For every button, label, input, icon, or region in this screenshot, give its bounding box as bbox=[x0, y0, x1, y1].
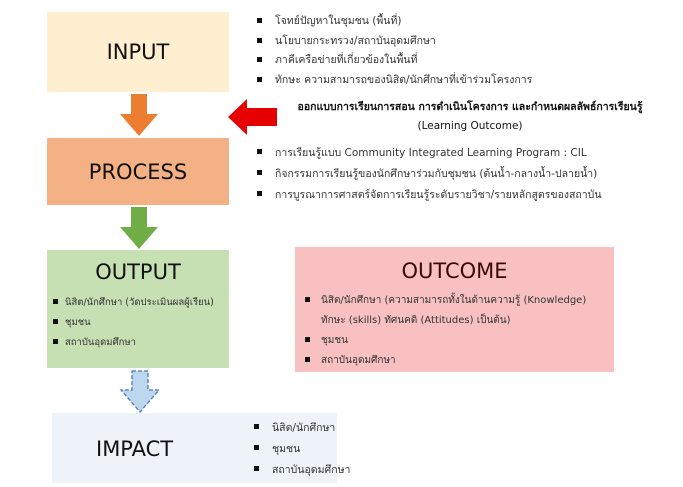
impact-list: นิสิต/นักศึกษา ชุมชน สถาบันอุดมศึกษา bbox=[250, 418, 350, 481]
list-item: นโยบายกระทรวง/สถาบันอุดมศึกษา bbox=[253, 32, 532, 52]
list-item: ชุมชน bbox=[250, 439, 350, 460]
design-note-line1: ออกแบบการเรียนการสอน การดำเนินโครงการ แล… bbox=[297, 101, 643, 113]
output-list: นิสิต/นักศึกษา (วัดประเมินผลผู้เรียน) ชุ… bbox=[49, 293, 214, 353]
list-item: นิสิต/นักศึกษา (วัดประเมินผลผู้เรียน) bbox=[49, 293, 214, 313]
arrow-down-green-icon bbox=[120, 207, 158, 249]
process-title: PROCESS bbox=[88, 160, 188, 184]
list-item: การบูรณาการศาสตร์จัดการเรียนรู้ระดับรายว… bbox=[253, 185, 602, 206]
impact-title: IMPACT bbox=[96, 437, 174, 461]
list-item-continuation: ทักษะ (skills) ทัศนคติ (Attitudes) เป็นต… bbox=[321, 315, 511, 326]
impact-box: IMPACT นิสิต/นักศึกษา ชุมชน สถาบันอุดมศึ… bbox=[52, 413, 350, 483]
list-item: สถาบันอุดมศึกษา bbox=[49, 333, 214, 353]
input-box: INPUT bbox=[47, 12, 229, 92]
list-item: ชุมชน bbox=[49, 313, 214, 333]
outcome-list: นิสิต/นักศึกษา (ความสามารถทั้งในด้านความ… bbox=[301, 291, 586, 371]
list-item: กิจกรรมการเรียนรู้ของนักศึกษาร่วมกับชุมช… bbox=[253, 164, 602, 185]
arrow-down-dashed-blue-icon bbox=[119, 370, 161, 413]
list-item: สถาบันอุดมศึกษา bbox=[250, 460, 350, 481]
list-item: นิสิต/นักศึกษา bbox=[250, 418, 350, 439]
list-item: ภาคีเครือข่ายที่เกี่ยวข้องในพื้นที่ bbox=[253, 51, 532, 71]
list-item: การเรียนรู้แบบ Community Integrated Lear… bbox=[253, 143, 602, 164]
input-title: INPUT bbox=[106, 40, 170, 64]
list-item: ทักษะ ความสามารถของนิสิต/นักศึกษาที่เข้า… bbox=[253, 71, 532, 91]
list-item: ชุมชน bbox=[301, 331, 586, 351]
outcome-box: OUTCOME นิสิต/นักศึกษา (ความสามารถทั้งใน… bbox=[295, 247, 614, 372]
process-box: PROCESS bbox=[47, 138, 229, 205]
output-box: OUTPUT นิสิต/นักศึกษา (วัดประเมินผลผู้เร… bbox=[47, 250, 229, 368]
list-item: นิสิต/นักศึกษา (ความสามารถทั้งในด้านความ… bbox=[301, 291, 586, 311]
design-note-line2: (Learning Outcome) bbox=[417, 120, 523, 132]
input-list: โจทย์ปัญหาในชุมชน (พื้นที่) นโยบายกระทรว… bbox=[253, 12, 532, 90]
arrow-down-orange-icon bbox=[120, 94, 158, 136]
list-item: โจทย์ปัญหาในชุมชน (พื้นที่) bbox=[253, 12, 532, 32]
output-title: OUTPUT bbox=[95, 260, 181, 284]
outcome-title: OUTCOME bbox=[401, 259, 508, 283]
list-item: สถาบันอุดมศึกษา bbox=[301, 351, 586, 371]
process-list: การเรียนรู้แบบ Community Integrated Lear… bbox=[253, 143, 602, 206]
arrow-left-red-icon bbox=[228, 99, 277, 135]
